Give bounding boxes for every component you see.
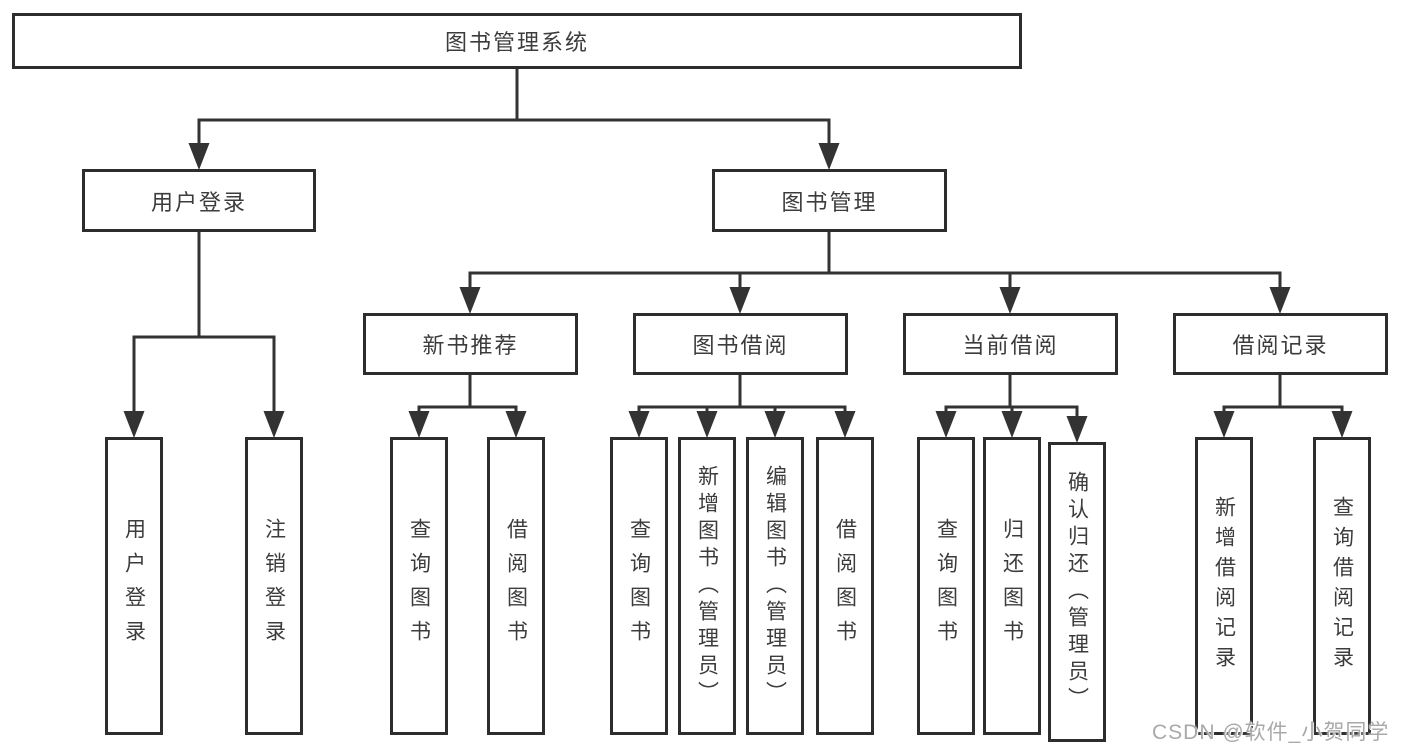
leaf-edit-books-admin: 编辑图书（管理员） [746,437,804,735]
node-borrow-records: 借阅记录 [1173,313,1388,375]
leaf-newbook-borrow-books: 借阅图书 [487,437,545,735]
arrowhead [764,411,786,438]
node-label: 用户登录 [122,518,146,654]
arrowhead [999,287,1021,314]
node-label: 借阅图书 [504,518,528,654]
node-label: 查询借阅记录 [1330,496,1354,676]
node-label: 新书推荐 [422,333,519,358]
node-label: 新增借阅记录 [1212,496,1236,676]
node-root-system: 图书管理系统 [12,13,1022,69]
node-label: 图书借阅 [692,333,789,358]
node-user-login: 用户登录 [82,169,316,232]
arrowhead [1331,411,1353,438]
arrowhead [263,411,285,438]
arrowhead [408,411,430,438]
node-label: 确认归还（管理员） [1065,470,1089,714]
leaf-logout: 注销登录 [245,437,303,735]
arrowhead [123,411,145,438]
arrowhead [1001,411,1023,438]
node-label: 用户登录 [150,189,247,215]
leaf-borrow-query-books: 查询图书 [610,437,668,735]
leaf-user-login: 用户登录 [105,437,163,735]
arrowhead [696,411,718,438]
node-label: 查询图书 [627,518,651,654]
arrowhead [1066,416,1088,443]
node-label: 借阅图书 [833,518,857,654]
node-label: 图书管理 [781,189,878,215]
node-label: 编辑图书（管理员） [763,464,787,708]
node-current-borrow: 当前借阅 [903,313,1118,375]
node-label: 图书管理系统 [444,30,589,55]
arrowhead [459,287,481,314]
leaf-add-books-admin: 新增图书（管理员） [678,437,736,735]
leaf-confirm-return-admin: 确认归还（管理员） [1048,442,1106,742]
leaf-current-query-books: 查询图书 [917,437,975,735]
leaf-newbook-query-books: 查询图书 [390,437,448,735]
node-book-management: 图书管理 [712,169,947,232]
node-book-borrow: 图书借阅 [633,313,848,375]
arrowhead [818,143,840,170]
node-label: 注销登录 [262,518,286,654]
node-label: 当前借阅 [962,333,1059,358]
arrowhead [935,411,957,438]
arrowhead [505,411,527,438]
csdn-watermark: CSDN @软件_小贺同学 [1152,721,1390,744]
node-label: 查询图书 [934,518,958,654]
leaf-return-books: 归还图书 [983,437,1041,735]
arrowhead [834,411,856,438]
arrowhead [628,411,650,438]
leaf-add-borrow-record: 新增借阅记录 [1195,437,1253,735]
leaf-query-borrow-record: 查询借阅记录 [1313,437,1371,735]
leaf-borrow-books: 借阅图书 [816,437,874,735]
node-label: 借阅记录 [1232,333,1329,358]
node-label: 归还图书 [1000,518,1024,654]
arrowhead [729,287,751,314]
arrowhead [1213,411,1235,438]
node-label: 新增图书（管理员） [695,464,719,708]
node-new-book-recommend: 新书推荐 [363,313,578,375]
arrowhead [188,143,210,170]
node-label: 查询图书 [407,518,431,654]
arrowhead [1269,287,1291,314]
